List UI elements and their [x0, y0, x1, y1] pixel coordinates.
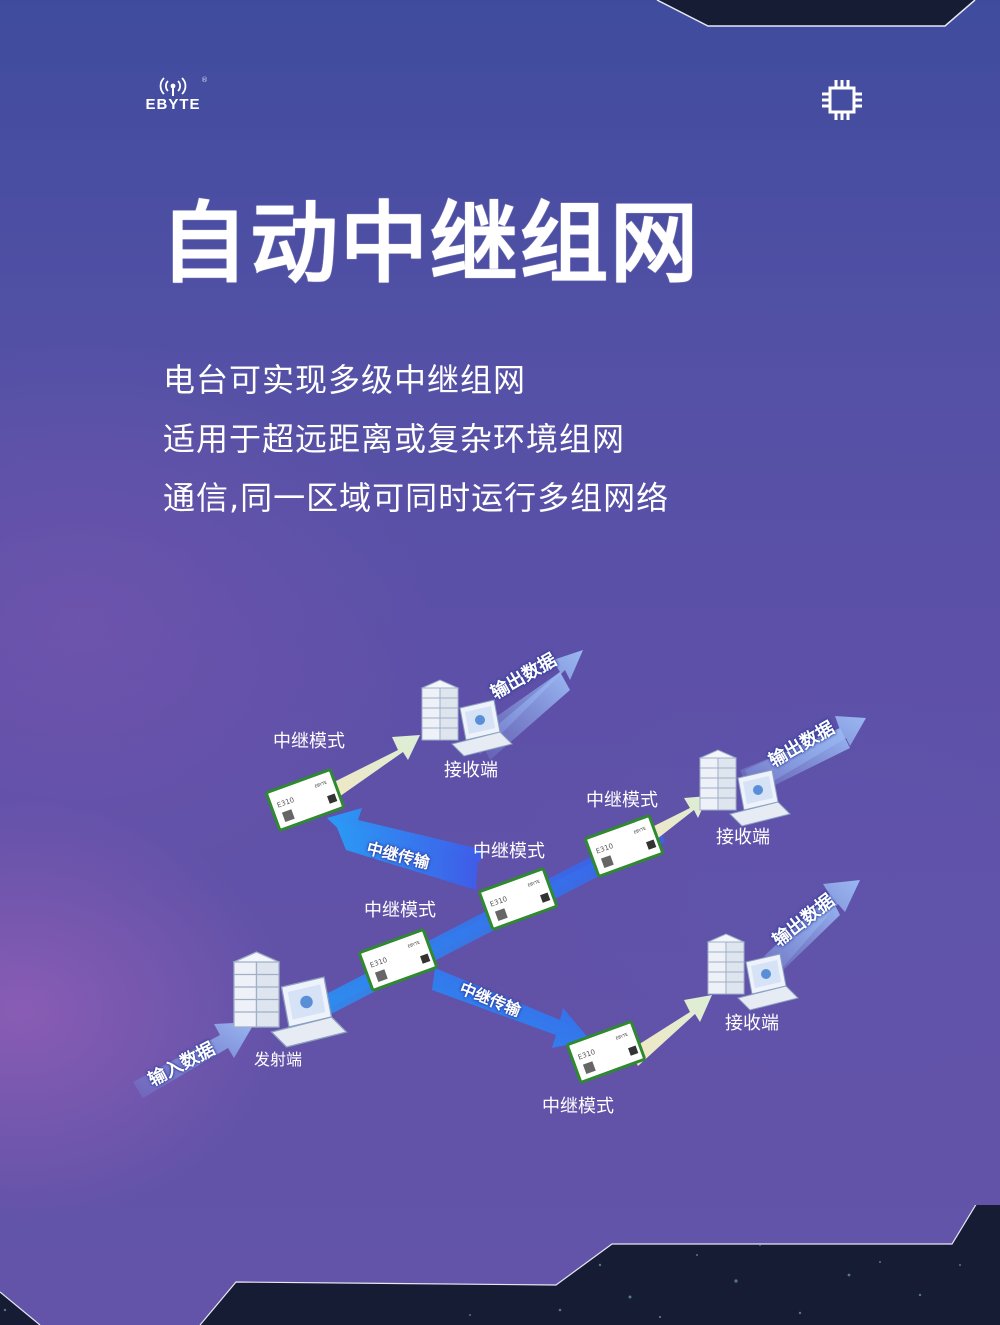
relay-module-3	[477, 867, 559, 931]
relay-label-3: 中继模式	[473, 841, 545, 862]
ebyte-logo: ® EBYTE	[135, 76, 213, 118]
page-title: 自动中继组网	[160, 192, 701, 295]
subtitle-line-3: 通信,同一区域可同时运行多组网络	[163, 479, 670, 517]
bottom-decorative-band	[0, 1205, 1000, 1325]
receiver-label-1: 接收端	[444, 760, 498, 781]
relay-to-receiver-arrow-1	[318, 735, 420, 806]
registered-mark: ®	[201, 76, 208, 84]
chip-icon	[822, 80, 862, 120]
relay-to-receiver-arrow-3	[630, 995, 712, 1066]
relay-module-4	[357, 928, 439, 992]
wireless-antenna-icon	[159, 77, 187, 96]
receiver-label-2: 接收端	[716, 827, 770, 848]
relay-label-1: 中继模式	[273, 731, 345, 752]
top-decorative-notch	[656, 0, 976, 27]
logo-text: EBYTE	[145, 96, 201, 113]
receiver-label-3: 接收端	[725, 1013, 779, 1034]
relay-to-receiver-arrow-2	[642, 796, 708, 846]
relay-label-4: 中继模式	[364, 900, 436, 921]
subtitle-line-2: 适用于超远距离或复杂环境组网	[163, 420, 626, 458]
relay-transfer-arrow-1	[327, 808, 484, 862]
subtitle-line-1: 电台可实现多级中继组网	[163, 361, 527, 399]
relay-transfer-arrow-2	[432, 968, 590, 1048]
relay-label-2: 中继模式	[586, 790, 658, 811]
input-data-arrow	[133, 1022, 255, 1098]
relay-module-2	[583, 814, 665, 878]
transmitter-label: 发射端	[254, 1050, 303, 1069]
relay-label-5: 中继模式	[542, 1096, 614, 1117]
